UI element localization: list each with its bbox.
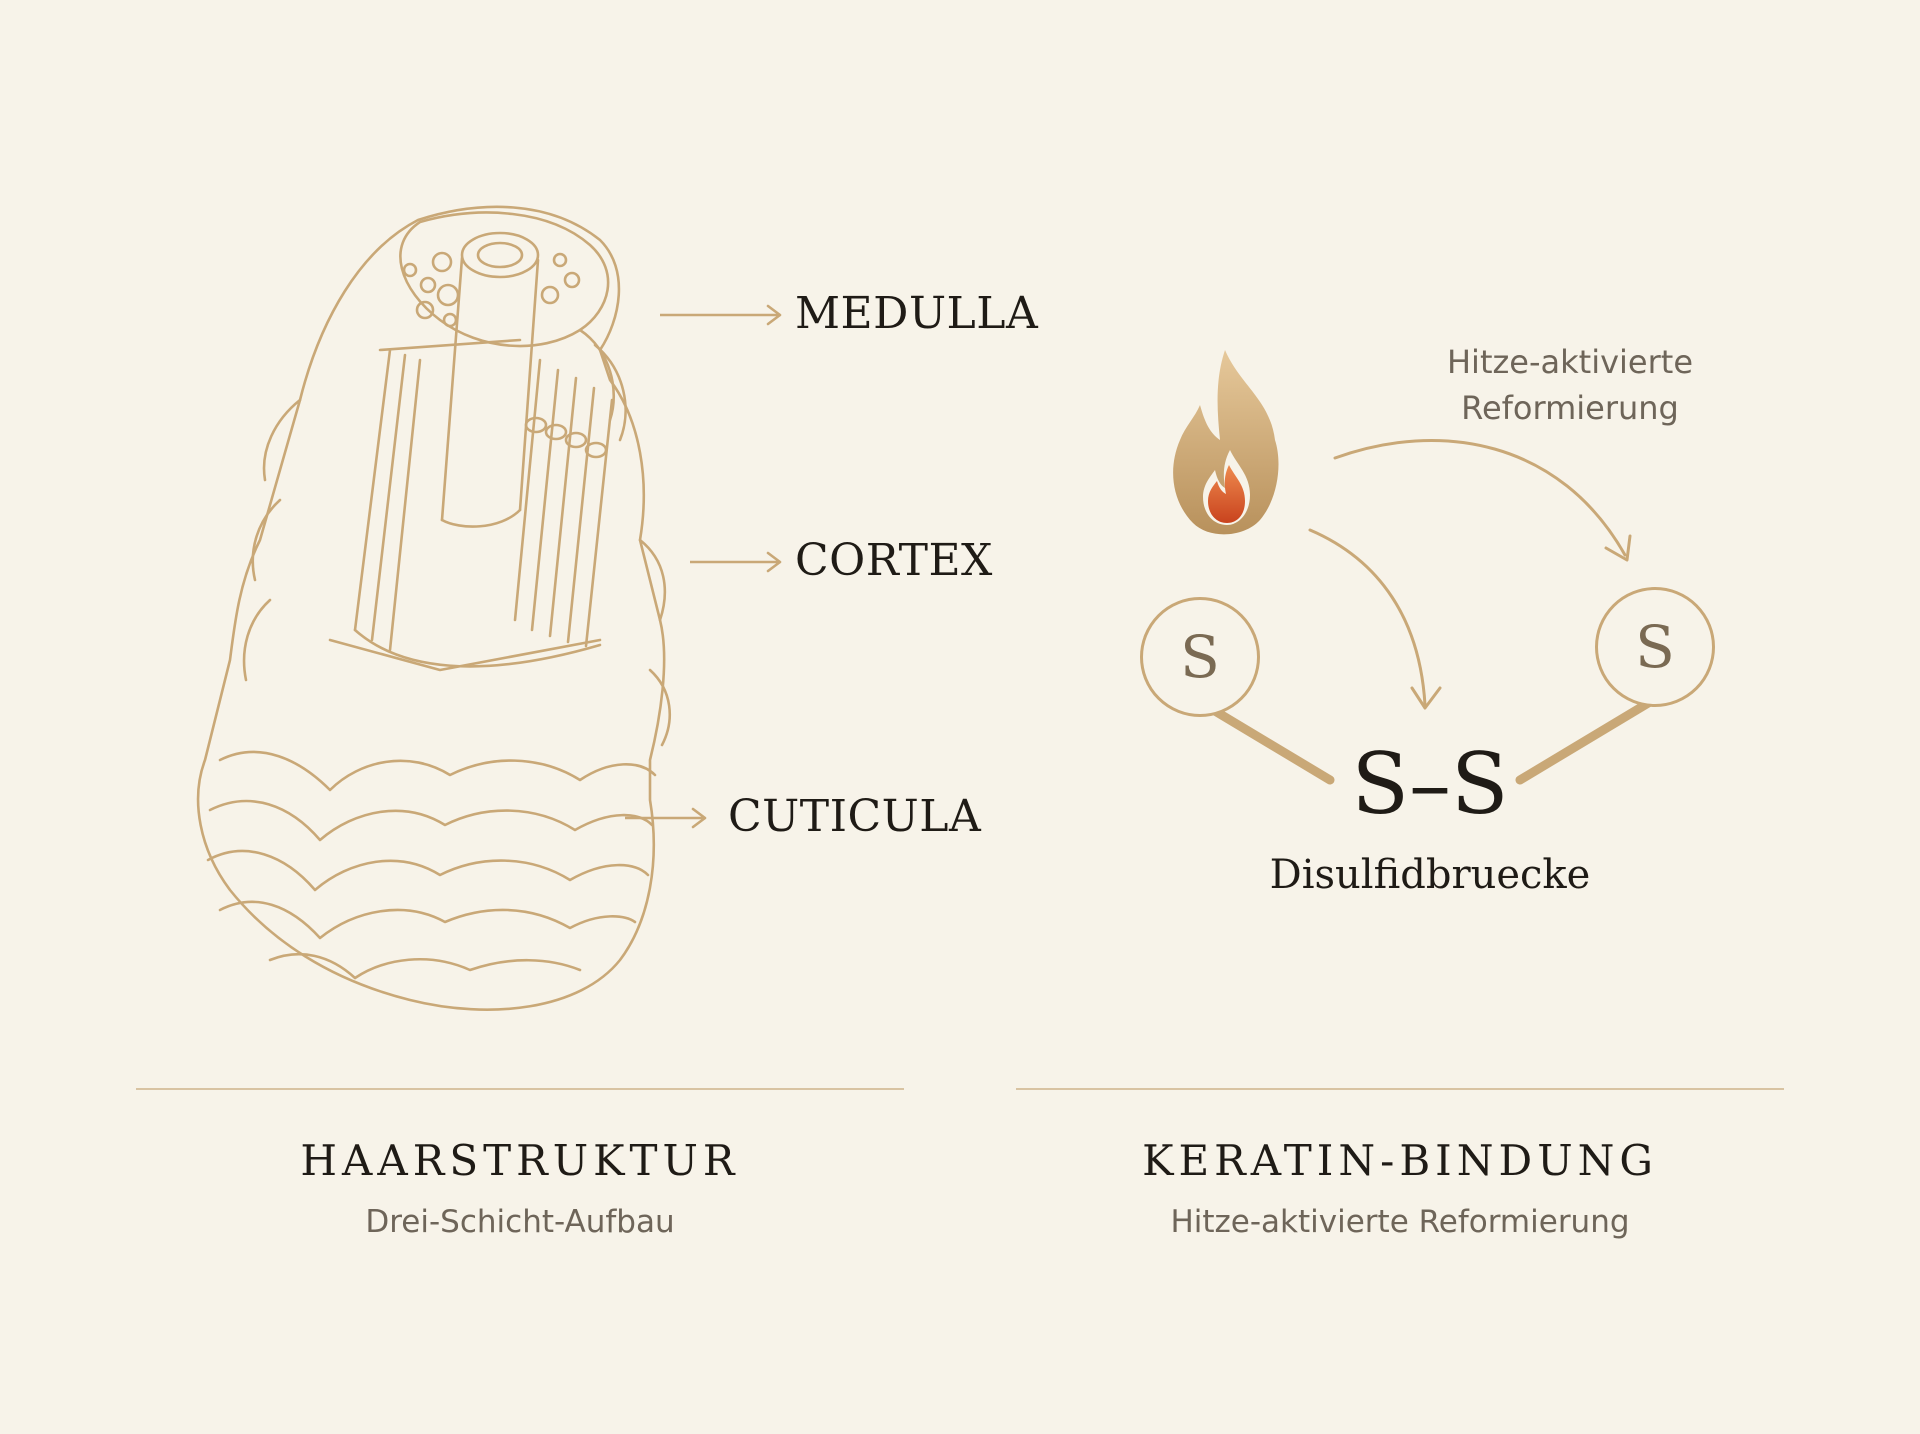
- curved-arrow-icon: [1308, 528, 1442, 710]
- hair-cross-section-illustration: [196, 205, 672, 1011]
- caption-sub-left: Drei-Schicht-Aufbau: [365, 1204, 675, 1240]
- caption-title-right: KERATIN-BINDUNG: [1142, 1136, 1658, 1185]
- caption-title-left: HAARSTRUKTUR: [300, 1136, 740, 1185]
- label-cortex: CORTEX: [795, 535, 993, 586]
- annotation-line1: Hitze-aktivierte: [1446, 343, 1693, 381]
- atom-right-symbol: S: [1635, 613, 1675, 681]
- bond-name: Disulfidbruecke: [1269, 852, 1591, 898]
- atom-left-symbol: S: [1180, 623, 1220, 691]
- bond-formula: S–S: [1351, 735, 1509, 833]
- atom-right: S: [1595, 587, 1715, 707]
- divider-left: [136, 1088, 904, 1090]
- label-cuticula: CUTICULA: [728, 791, 982, 842]
- medulla-arrow-icon: [660, 304, 782, 326]
- label-medulla: MEDULLA: [795, 288, 1039, 339]
- divider-right: [1016, 1088, 1784, 1090]
- atom-left: S: [1140, 597, 1260, 717]
- cortex-arrow-icon: [690, 551, 782, 573]
- cuticula-arrow-icon: [625, 807, 707, 829]
- reformation-arrow-icon: [1333, 438, 1632, 562]
- annotation-line2: Reformierung: [1461, 389, 1679, 427]
- caption-sub-right: Hitze-aktivierte Reformierung: [1170, 1204, 1630, 1240]
- flame-icon: [1173, 350, 1279, 535]
